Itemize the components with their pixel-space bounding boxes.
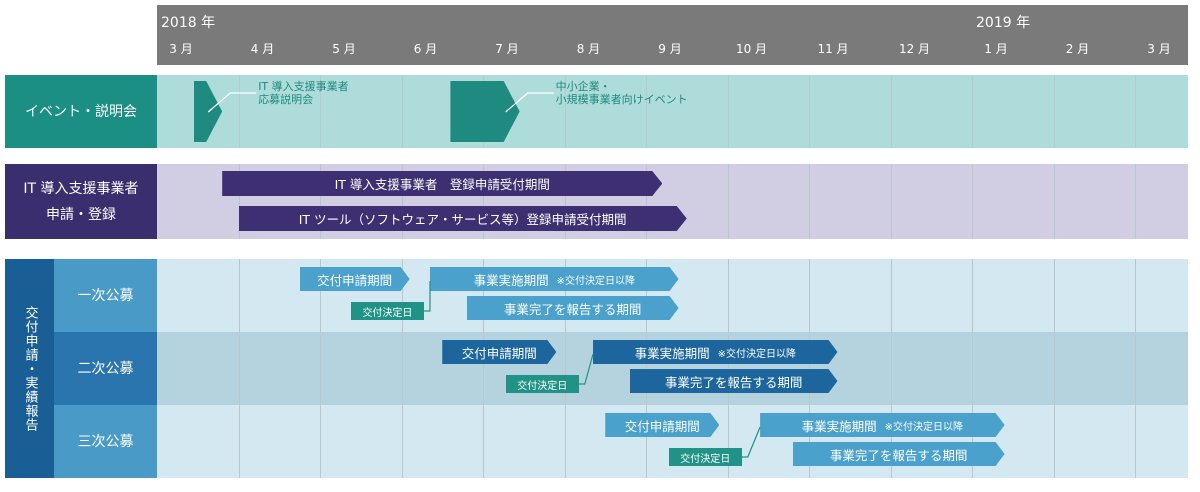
month-gridline [483,259,484,478]
events-row-bg [157,75,1188,148]
month-gridline [809,75,810,148]
month-gridline [564,259,566,478]
month-gridline [972,75,973,148]
registration-bar: IT 導入支援事業者 登録申請受付期間 [222,171,662,196]
grant-subrow-label: 一次公募 [54,259,157,332]
month-gridline [401,164,403,239]
month-gridline [238,259,240,478]
month-gridline [320,164,321,239]
grant-row-label-text: 交付申請・実績報告 [22,305,38,432]
decision-date-tag: 交付決定日 [350,302,424,320]
month-gridline [1053,164,1055,239]
month-label: 3 月 [169,42,193,56]
month-gridline [564,164,566,239]
month-label: 5 月 [332,42,356,56]
report-period-text: 事業完了を報告する期間 [829,447,968,463]
month-label: 9 月 [658,42,682,56]
report-period-bar: 事業完了を報告する期間 [793,442,1005,466]
month-gridline [890,164,892,239]
month-gridline [401,75,403,148]
month-gridline [238,164,240,239]
month-label: 11 月 [817,42,849,56]
implementation-note-text: ※交付決定日以降 [717,348,796,360]
month-gridline [1135,164,1136,239]
month-gridline [727,164,729,239]
month-label: 1 月 [984,42,1008,56]
apply-period-text: 交付申請期間 [461,345,537,361]
registration-bar: IT ツール（ソフトウェア・サービス等）登録申請受付期間 [239,206,687,231]
month-label: 2 月 [1065,42,1090,56]
decision-date-tag: 交付決定日 [505,375,579,393]
registration-bar-text: IT 導入支援事業者 登録申請受付期間 [334,177,550,192]
apply-period-bar: 交付申請期間 [605,413,719,437]
event-label-line: 応募説明会 [258,93,314,106]
event-label-line: 小規模事業者向けイベント [555,93,688,106]
apply-period-bar: 交付申請期間 [442,340,556,364]
month-label: 4 月 [250,42,275,56]
month-gridline [809,259,810,478]
month-gridline [890,75,892,148]
month-gridline [809,164,810,239]
month-label: 3 月 [1147,42,1171,56]
events-row-label: イベント・説明会 [5,75,157,148]
month-gridline [890,259,892,478]
month-gridline [972,164,973,239]
month-gridline [1053,259,1055,478]
month-label: 7 月 [495,42,519,56]
year-label: 2018 年 [161,15,216,31]
month-gridline [483,164,484,239]
event-label-line: IT 導入支援事業者 [258,80,349,93]
event-label: 中小企業・小規模事業者向けイベント [556,80,688,106]
report-period-text: 事業完了を報告する期間 [503,301,642,317]
implementation-note-text: ※交付決定日以降 [884,421,964,433]
month-gridline [646,164,647,239]
month-gridline [1053,75,1055,148]
decision-date-tag: 交付決定日 [668,448,742,466]
month-label: 6 月 [413,42,438,56]
apply-period-text: 交付申請期間 [317,272,393,288]
month-gridline [972,259,973,478]
registration-row-label: IT 導入支援事業者申請・登録 [5,164,157,239]
implementation-period-bar: 事業実施期間 ※交付決定日以降 [593,340,838,364]
report-period-bar: 事業完了を報告する期間 [467,296,679,320]
implementation-period-text: 事業実施期間 [634,345,710,361]
year-header-bar [157,5,1188,65]
implementation-period-bar: 事業実施期間 ※交付決定日以降 [760,413,1005,437]
registration-bar-text: IT ツール（ソフトウェア・サービス等）登録申請受付期間 [298,212,627,227]
month-gridline [320,75,321,148]
month-gridline [564,75,566,148]
event-label-line: 中小企業・ [555,80,611,93]
year-label: 2019 年 [976,15,1031,31]
month-gridline [1135,259,1136,478]
month-gridline [1135,75,1136,148]
grant-subrow-label: 二次公募 [54,332,157,405]
registration-label-line: 申請・登録 [46,206,116,223]
month-label: 8 月 [576,42,601,56]
report-period-bar: 事業完了を報告する期間 [630,369,838,393]
month-gridline [401,259,403,478]
month-gridline [727,75,729,148]
report-period-text: 事業完了を報告する期間 [664,374,803,390]
month-gridline [238,75,240,148]
implementation-period-bar: 事業実施期間 ※交付決定日以降 [430,267,679,291]
month-label: 12 月 [898,42,931,56]
apply-period-text: 交付申請期間 [624,418,700,434]
month-gridline [646,259,647,478]
month-gridline [727,259,729,478]
event-label: IT 導入支援事業者応募説明会 [258,80,348,106]
month-gridline [646,75,647,148]
month-label: 10 月 [735,42,768,56]
implementation-note-text: ※交付決定日以降 [556,275,635,287]
grant-subrow-label: 三次公募 [54,405,157,478]
grant-row-label: 交付申請・実績報告 [5,259,54,478]
apply-period-bar: 交付申請期間 [300,267,410,291]
month-gridline [320,259,321,478]
registration-label-line: IT 導入支援事業者 [23,180,139,197]
implementation-period-text: 事業実施期間 [473,272,549,288]
implementation-period-text: 事業実施期間 [801,418,877,434]
